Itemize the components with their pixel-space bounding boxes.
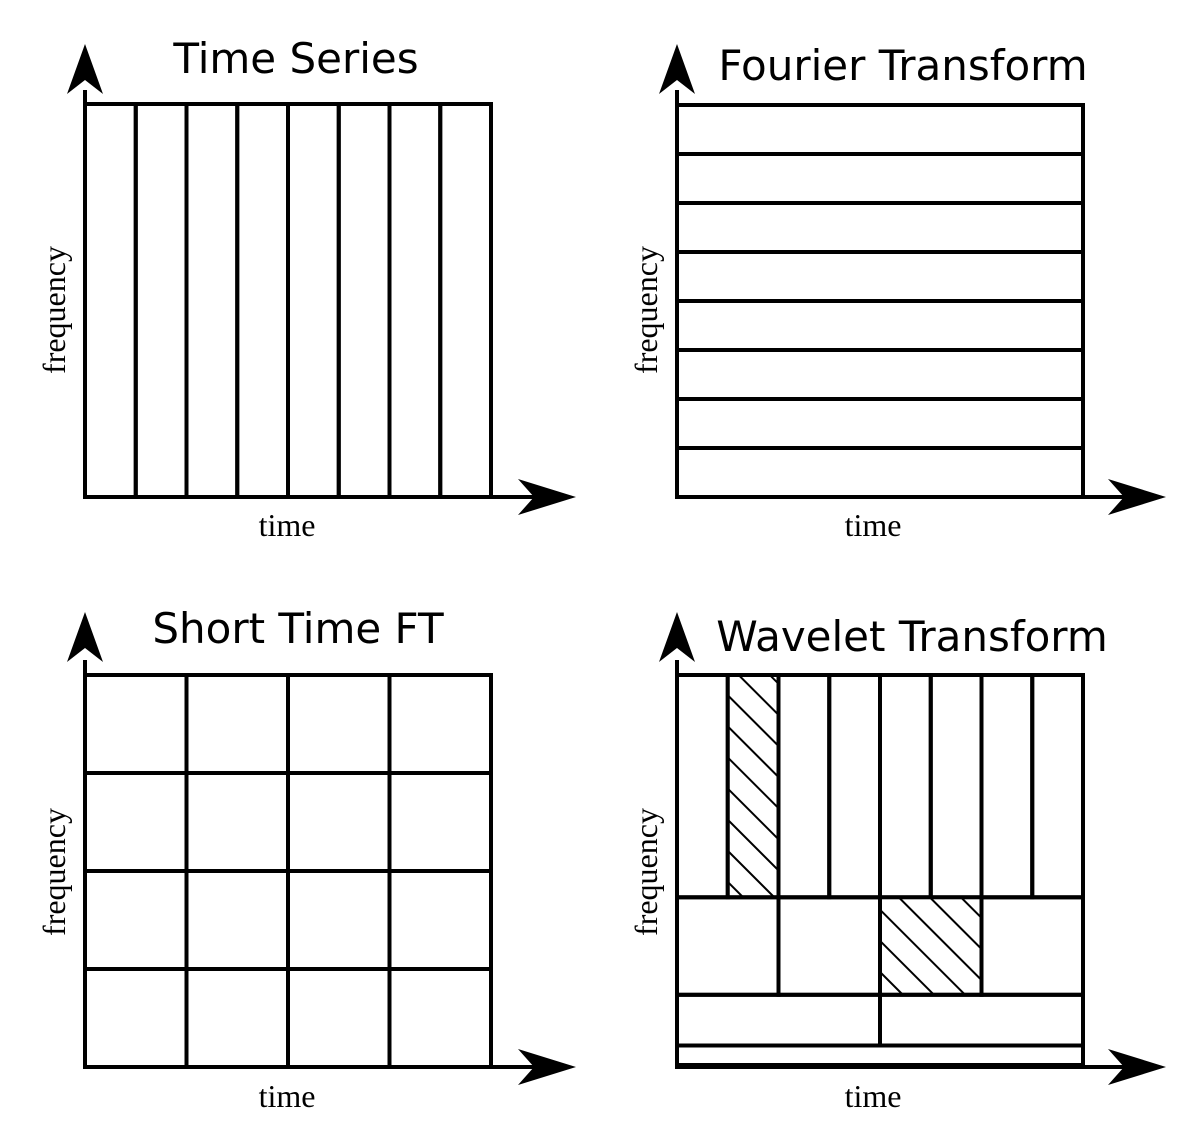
panel-title: Short Time FT	[152, 604, 444, 653]
tile-cell	[675, 446, 1085, 499]
tile-cell	[675, 299, 1085, 352]
x-axis-arrow	[1108, 1049, 1166, 1085]
tile-cell	[235, 102, 290, 499]
tile-cell	[776, 895, 882, 997]
x-axis-arrow	[518, 479, 576, 515]
tile-cell	[83, 967, 189, 1069]
tile-cell	[675, 895, 781, 997]
y-axis-label: frequency	[36, 246, 72, 374]
x-axis-label: time	[845, 1078, 902, 1114]
panel-fourier-transform: Fourier Transform time frequency	[628, 41, 1166, 543]
time-frequency-tiling	[675, 103, 1085, 499]
tile-cell	[979, 895, 1085, 997]
tile-cell	[675, 673, 730, 900]
tile-cell	[83, 771, 189, 873]
tile-cell	[184, 771, 290, 873]
y-axis-arrow	[67, 44, 103, 94]
hatched-tile-cell	[725, 673, 781, 900]
hatched-tile-cell	[878, 895, 984, 997]
tile-cell	[878, 992, 1085, 1048]
x-axis-label: time	[259, 1078, 316, 1114]
tile-cell	[387, 869, 493, 971]
tile-cell	[387, 673, 493, 775]
panel-title: Fourier Transform	[718, 41, 1087, 90]
tile-cell	[675, 1043, 1085, 1067]
tile-cell	[675, 103, 1085, 156]
tile-cell	[133, 102, 189, 499]
panel-wavelet-transform: Wavelet Transform time frequency	[628, 612, 1166, 1114]
y-axis-label: frequency	[628, 246, 664, 374]
tile-cell	[286, 967, 392, 1069]
tile-cell	[675, 152, 1085, 205]
tile-cell	[286, 673, 392, 775]
tile-cell	[184, 967, 290, 1069]
tile-cell	[83, 869, 189, 971]
y-axis-arrow	[659, 612, 695, 662]
tile-cell	[387, 771, 493, 873]
panel-time-series: Time Series time frequency	[36, 34, 576, 543]
tile-cell	[286, 102, 341, 499]
y-axis-arrow	[659, 44, 695, 94]
tile-cell	[675, 348, 1085, 401]
y-axis-label: frequency	[36, 808, 72, 936]
time-frequency-tiling	[675, 673, 1085, 1067]
tile-cell	[827, 673, 882, 900]
tile-cell	[928, 673, 984, 900]
time-frequency-tiling	[83, 673, 493, 1069]
tile-cell	[1030, 673, 1085, 900]
tile-cell	[83, 102, 138, 499]
tile-cell	[387, 967, 493, 1069]
tile-cell	[83, 673, 189, 775]
x-axis-label: time	[259, 507, 316, 543]
panel-title: Wavelet Transform	[716, 612, 1108, 661]
x-axis-arrow	[518, 1049, 576, 1085]
x-axis-arrow	[1108, 479, 1166, 515]
tile-cell	[878, 673, 933, 900]
tile-cell	[776, 673, 832, 900]
tile-cell	[438, 102, 493, 499]
tile-cell	[184, 673, 290, 775]
tile-cell	[387, 102, 443, 499]
y-axis-label: frequency	[628, 808, 664, 936]
panel-title: Time Series	[172, 34, 418, 83]
tile-cell	[184, 102, 240, 499]
x-axis-label: time	[845, 507, 902, 543]
panel-short-time-ft: Short Time FT time frequency	[36, 604, 576, 1114]
tile-cell	[979, 673, 1035, 900]
tile-cell	[675, 250, 1085, 303]
tile-cell	[675, 397, 1085, 450]
y-axis-arrow	[67, 612, 103, 662]
tile-cell	[184, 869, 290, 971]
time-frequency-tiling	[83, 102, 493, 499]
tile-cell	[336, 102, 392, 499]
tile-cell	[675, 992, 882, 1048]
tile-cell	[675, 201, 1085, 254]
tile-cell	[286, 771, 392, 873]
tile-cell	[286, 869, 392, 971]
